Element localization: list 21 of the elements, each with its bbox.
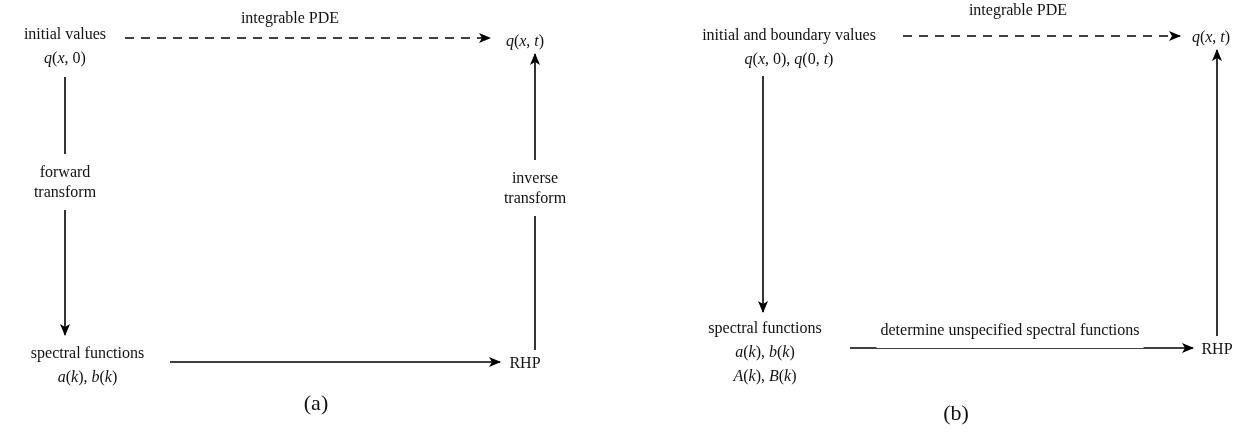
node-text: a(k), b(k) (735, 342, 795, 362)
panel-label: (a) (303, 388, 329, 417)
arrow (902, 31, 1181, 41)
node-text: RHP (509, 353, 541, 373)
node-text: spectral functions (30, 343, 145, 363)
arrow (849, 343, 1194, 353)
node-text: q(x, 0), q(0, t) (744, 49, 834, 69)
node-text: q(x, 0) (44, 48, 86, 68)
node-text: q(x, t) (1191, 27, 1231, 47)
arrow (758, 75, 768, 313)
node-text: spectral functions (708, 318, 822, 338)
arrow (1212, 49, 1222, 337)
node-text: a(k), b(k) (57, 367, 118, 387)
node-text: RHP (1201, 339, 1233, 359)
node-text: initial and boundary values (702, 25, 876, 45)
node-text: A(k), B(k) (733, 366, 797, 386)
panel-label: (b) (943, 398, 969, 427)
node-text: q(x, t) (505, 31, 545, 51)
arrow (124, 33, 491, 43)
arrow (169, 357, 501, 367)
node-text: initial values (23, 24, 107, 44)
